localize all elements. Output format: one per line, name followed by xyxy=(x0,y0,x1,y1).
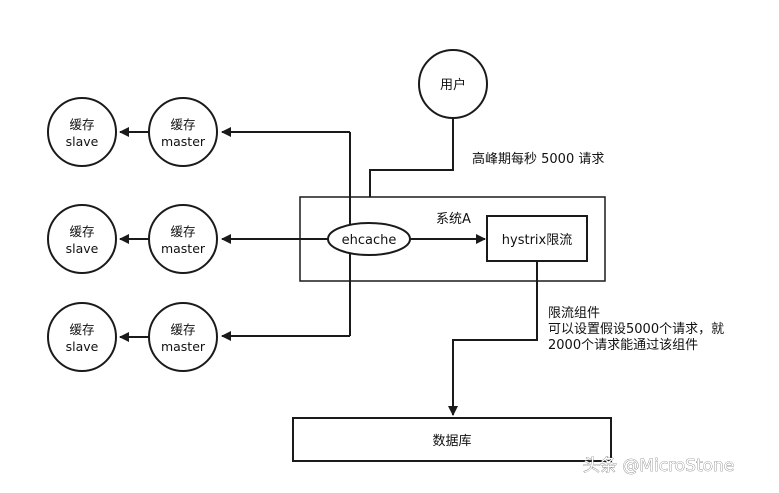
traffic-annotation: 高峰期每秒 5000 请求 xyxy=(472,151,604,167)
user-node: 用户 xyxy=(418,49,488,119)
cache-slave-2-line-2: slave xyxy=(66,241,99,256)
cache-group-2: 缓存 master 缓存 slave xyxy=(47,204,328,274)
cache-group-3: 缓存 master 缓存 slave xyxy=(47,302,350,372)
limit-annotation-line-3: 2000个请求能通过该组件 xyxy=(548,338,698,353)
hystrix-node: hystrix限流 xyxy=(486,215,588,262)
cache-master-node-3 xyxy=(148,302,218,372)
ehcache-node: ehcache xyxy=(327,222,411,256)
cache-slave-2-line-1: 缓存 xyxy=(69,224,94,239)
cache-master-1-line-2: master xyxy=(161,134,206,149)
cache-slave-3-line-1: 缓存 xyxy=(69,322,94,337)
cache-slave-node-1 xyxy=(47,97,117,167)
cache-master-3-line-2: master xyxy=(161,339,206,354)
cache-master-1-line-1: 缓存 xyxy=(170,117,195,132)
database-node: 数据库 xyxy=(292,417,612,462)
cache-master-node-1 xyxy=(148,97,218,167)
cache-master-2-line-1: 缓存 xyxy=(170,224,195,239)
ehcache-label: ehcache xyxy=(342,233,397,248)
cache-slave-node-2 xyxy=(47,204,117,274)
cache-slave-1-line-2: slave xyxy=(66,134,99,149)
cache-master-node-2 xyxy=(148,204,218,274)
system-a-label: 系统A xyxy=(436,212,471,227)
traffic-arrow xyxy=(365,118,454,223)
cache-group-1: 缓存 master 缓存 slave xyxy=(47,97,350,167)
user-label: 用户 xyxy=(440,77,466,93)
cache-slave-1-line-1: 缓存 xyxy=(69,117,94,132)
cache-slave-3-line-2: slave xyxy=(66,339,99,354)
hystrix-label: hystrix限流 xyxy=(502,233,572,248)
cache-slave-node-3 xyxy=(47,302,117,372)
limit-annotation-line-1: 限流组件 xyxy=(548,306,600,321)
watermark: 头条 @MicroStone xyxy=(583,456,734,476)
cache-master-2-line-2: master xyxy=(161,241,206,256)
database-label: 数据库 xyxy=(432,433,471,449)
hystrix-to-database-arrow xyxy=(448,261,538,416)
cache-master-3-line-1: 缓存 xyxy=(170,322,195,337)
limit-annotation-line-2: 可以设置假设5000个请求，就 xyxy=(548,322,724,337)
